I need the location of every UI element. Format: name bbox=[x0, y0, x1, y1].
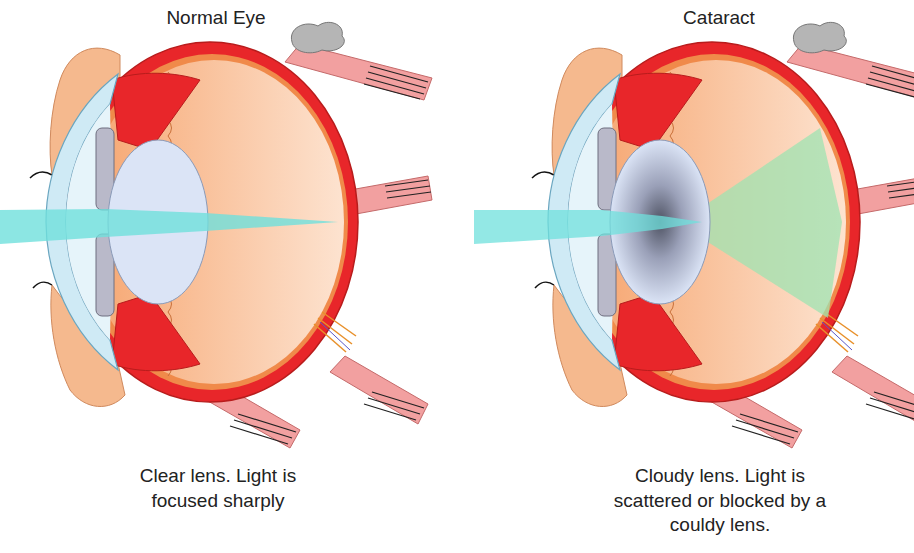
panel-title: Cataract bbox=[609, 6, 829, 31]
caption-text: Clear lens. Light is focused sharply bbox=[106, 464, 330, 513]
light-beam bbox=[474, 210, 702, 244]
caption-text: Cloudy lens. Light is scattered or block… bbox=[595, 464, 845, 538]
panel-title: Normal Eye bbox=[106, 6, 326, 31]
light-beam bbox=[0, 209, 338, 244]
scattered-light bbox=[692, 128, 842, 318]
